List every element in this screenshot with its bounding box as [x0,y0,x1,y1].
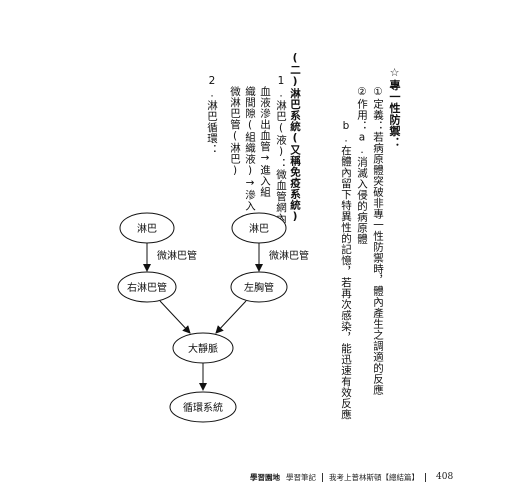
lymph-system-heading: (二)淋巴系統(又稱免疫系統) [289,52,301,223]
footer-divider-2 [425,472,426,482]
node-lymph-left-label: 淋巴 [137,222,157,235]
paragraph-1-line-4: 微淋巴管(淋巴) [229,86,241,177]
node-right-lymph-duct [117,271,177,303]
footer-series: 學習筆記 [286,472,316,482]
footer-divider [322,472,323,482]
edge-label-left: 微淋巴管 [157,249,197,262]
definition-line: ①定義：若病原體突破非專一性防禦時，體內產生之調適的反應 [372,86,384,396]
node-lymph-right-label: 淋巴 [249,222,269,235]
node-circulatory-system-label: 循環系統 [183,401,223,414]
footer-logo: 學習園地 [250,472,280,482]
edge-right-duct-to-vena-cava [159,300,191,334]
node-thoracic-duct [230,271,288,303]
function-line-b: b.在體內留下特異性的記憶，若再次感染，能迅速有效反應 [340,120,352,420]
node-vena-cava-label: 大靜脈 [188,342,218,355]
node-thoracic-duct-label: 左胸管 [244,281,274,294]
footer-book-title: 我考上普林斯頓【總結篇】 [329,472,419,482]
paragraph-2-line: 2.淋巴循環： [206,75,218,155]
section-title: ☆專一性防禦： [388,66,401,149]
edge-label-right: 微淋巴管 [269,249,309,262]
node-right-lymph-duct-label: 右淋巴管 [127,281,167,294]
paragraph-1-line-2: 血液滲出血管→進入組 [259,86,271,198]
paragraph-1-line-1: 1.淋巴(液)：微血管網內 [275,75,287,224]
edge-thoracic-to-vena-cava [215,300,247,334]
function-line-a: ②作用：a.消滅入侵的病原體 [356,86,368,245]
paragraph-1-line-3: 織間隙(組織液)→滲入 [244,86,256,212]
node-circulatory-system [169,391,237,423]
page-footer: 學習園地 學習筆記 我考上普林斯頓【總結篇】 408 [250,470,453,484]
page-number: 408 [436,472,454,482]
